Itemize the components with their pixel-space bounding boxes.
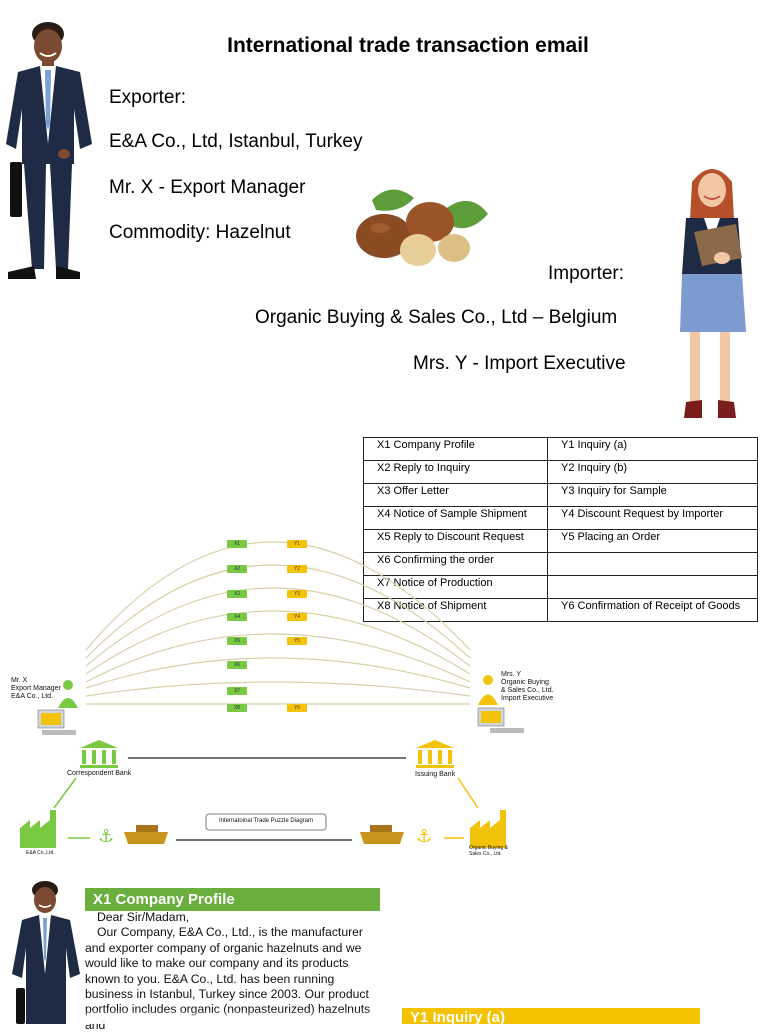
message-arc <box>85 610 471 675</box>
exporter-message-tag: X4 <box>227 613 247 621</box>
importer-message-tag: Y6 <box>287 704 307 712</box>
letter-greeting: Dear Sir/Madam, <box>97 910 190 924</box>
exporter-contact: Mr. X - Export Manager <box>109 177 306 198</box>
legend-exporter-cell: X1 Company Profile <box>363 437 548 461</box>
exporter-message-tag: X1 <box>227 540 247 548</box>
message-arc <box>85 541 471 651</box>
exporter-message-tag: X5 <box>227 637 247 645</box>
importer-person-label: Mrs. Y Organic Buying & Sales Co., Ltd. … <box>501 671 554 702</box>
legend-exporter-cell: X4 Notice of Sample Shipment <box>363 506 548 530</box>
importer-company: Organic Buying & Sales Co., Ltd – Belgiu… <box>255 307 618 328</box>
importer-message-tag: Y1 <box>287 540 307 548</box>
letter-body: Our Company, E&A Co., Ltd., is the manuf… <box>85 925 370 1032</box>
importer-message-tag: Y3 <box>287 590 307 598</box>
anchor-icon: ⚓ <box>416 826 432 846</box>
importer-message-tag: Y5 <box>287 637 307 645</box>
issuing-bank-label: Issuing Bank <box>415 771 456 778</box>
businessman-illustration <box>6 22 92 279</box>
exporter-heading: Exporter: <box>109 87 187 108</box>
legend-importer-cell: Y3 Inquiry for Sample <box>547 483 758 507</box>
y1-section-header: Y1 Inquiry (a) <box>402 1008 700 1026</box>
legend-exporter-cell: X2 Reply to Inquiry <box>363 460 548 484</box>
correspondent-bank-icon <box>80 740 118 768</box>
exporter-avatar-icon <box>37 680 78 735</box>
exporter-message-tag: X3 <box>227 590 247 598</box>
message-arc <box>85 633 471 683</box>
exporter-message-tag: X2 <box>227 565 247 573</box>
page-title: International trade transaction email <box>227 34 589 57</box>
hazelnut-illustration <box>356 189 488 266</box>
message-arc <box>85 587 471 667</box>
message-arc <box>85 564 471 659</box>
importer-contact: Mrs. Y - Import Executive <box>413 353 626 374</box>
exporter-company: E&A Co., Ltd, Istanbul, Turkey <box>109 131 363 152</box>
exporter-factory-label: E&A Co.,Ltd. <box>26 850 55 856</box>
businessman-small-illustration <box>12 881 80 1024</box>
legend-importer-cell: Y2 Inquiry (b) <box>547 460 758 484</box>
issuing-bank-icon <box>416 740 454 768</box>
ship-icon <box>124 832 168 844</box>
legend-exporter-cell: X7 Notice of Production <box>363 575 548 599</box>
legend-exporter-cell: X6 Confirming the order <box>363 552 548 576</box>
legend-exporter-cell: X5 Reply to Discount Request <box>363 529 548 553</box>
x1-section-header: X1 Company Profile <box>85 888 380 911</box>
exporter-factory-icon <box>20 810 56 848</box>
businesswoman-illustration <box>680 169 746 418</box>
trade-puzzle-diagram: ⚓ ⚓ <box>20 541 524 848</box>
x1-letter: Dear Sir/Madam, Our Company, E&A Co., Lt… <box>85 910 375 1033</box>
importer-factory-label: Organic Buying & Sales Co., Ltd. <box>469 845 508 857</box>
commodity: Commodity: Hazelnut <box>109 222 291 243</box>
message-arc <box>85 681 471 697</box>
importer-message-tag: Y2 <box>287 565 307 573</box>
legend-importer-cell: Y6 Confirmation of Receipt of Goods <box>547 598 758 622</box>
ship-icon <box>360 832 404 844</box>
exporter-message-tag: X6 <box>227 661 247 669</box>
exporter-person-label: Mr. X Export Manager E&A Co., Ltd. <box>11 677 61 700</box>
importer-factory-icon <box>470 810 506 848</box>
legend-row: X7 Notice of Production <box>363 575 758 599</box>
exporter-message-tag: X7 <box>227 687 247 695</box>
anchor-icon: ⚓ <box>98 826 114 846</box>
legend-exporter-cell: X3 Offer Letter <box>363 483 548 507</box>
importer-avatar-icon <box>477 675 524 733</box>
message-arc <box>85 657 471 689</box>
correspondent-bank-label: Correspondent Bank <box>67 770 132 777</box>
exporter-message-tag: X8 <box>227 704 247 712</box>
legend-importer-cell: Y1 Inquiry (a) <box>547 437 758 461</box>
importer-message-tag: Y4 <box>287 613 307 621</box>
diagram-caption: Internatoinal Trade Puzzle Diagram <box>218 818 314 824</box>
importer-heading: Importer: <box>548 263 625 284</box>
